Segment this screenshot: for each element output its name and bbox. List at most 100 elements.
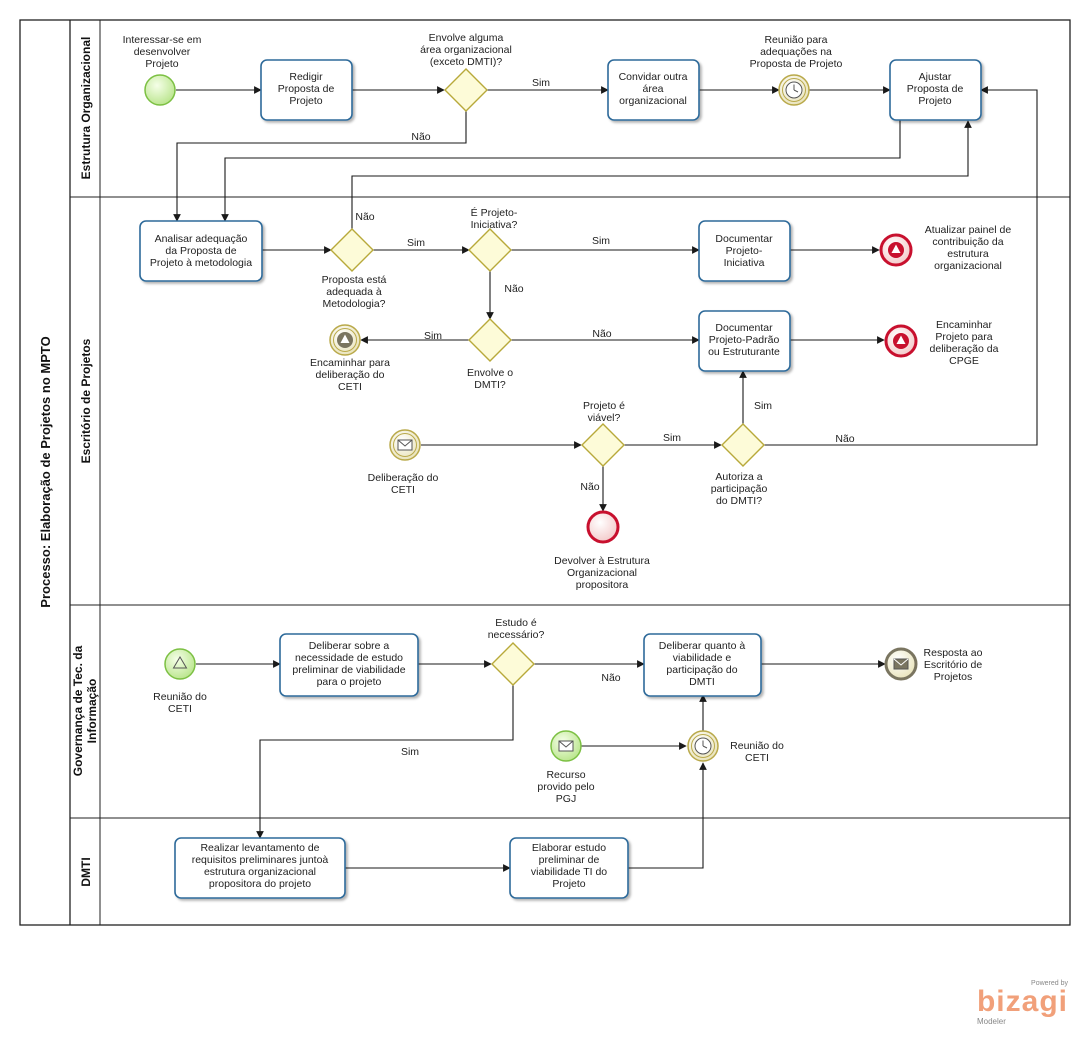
- task-line: ou Estruturante: [708, 346, 780, 358]
- label-nao: Não: [504, 283, 523, 295]
- label-sim: Sim: [424, 330, 442, 342]
- gateway-projeto-iniciativa[interactable]: É Projeto-Iniciativa?: [468, 206, 518, 272]
- task-line: preliminar de: [539, 854, 600, 866]
- task-line: Proposta de: [907, 83, 964, 95]
- gateway-line: DMTI?: [474, 379, 506, 391]
- task-line: Projeto à metodologia: [150, 257, 252, 269]
- gateway-line: necessário?: [488, 629, 545, 641]
- event-line: Devolver à Estrutura: [554, 555, 650, 567]
- event-line: Recurso: [546, 769, 585, 781]
- event-line: Encaminhar: [936, 319, 993, 331]
- flow-ajustar-to-analisar: [221, 120, 901, 222]
- label-sim: Sim: [663, 432, 681, 444]
- task-line: Documentar: [715, 233, 773, 245]
- gateway-line: Estudo é: [495, 617, 537, 629]
- label-nao: Não: [835, 433, 854, 445]
- gateway-line: participação: [711, 483, 768, 495]
- gateway-line: Autoriza a: [715, 471, 762, 483]
- flow-estudo-to-timer: [628, 762, 707, 869]
- event-line: Resposta ao: [924, 647, 983, 659]
- pool: Processo: Elaboração de Projetos no MPTO…: [19, 19, 1071, 926]
- task-line: estrutura organizacional: [204, 866, 316, 878]
- svg-text:É Projeto-Iniciativa?: É Projeto-Iniciativa?: [471, 206, 518, 231]
- clock-icon: [785, 81, 803, 99]
- label-nao: Não: [411, 131, 430, 143]
- task-line: Iniciativa: [724, 257, 765, 269]
- task-line: Proposta de: [278, 83, 335, 95]
- event-line: Proposta de Projeto: [750, 58, 843, 70]
- event-line: contribuição da: [932, 236, 1003, 248]
- event-line: provido pelo: [537, 781, 594, 793]
- label-sim: Sim: [754, 400, 772, 412]
- event-line: Atualizar painel de: [925, 224, 1012, 236]
- gateway-line: Envolve alguma: [429, 32, 504, 44]
- task-line: área: [642, 83, 663, 95]
- escalation-icon: [893, 333, 909, 349]
- escalation-icon: [888, 242, 904, 258]
- event-line: desenvolver: [134, 46, 191, 58]
- event-line: CETI: [338, 381, 362, 393]
- task-line: Deliberar quanto à: [659, 640, 746, 652]
- event-line: Deliberação do: [368, 472, 439, 484]
- label-sim: Sim: [401, 746, 419, 758]
- task-line: para o projeto: [317, 676, 382, 688]
- flow-gw-adequada-nao: [351, 120, 972, 229]
- task-line: viabilidade TI do: [531, 866, 607, 878]
- task-line: DMTI: [689, 676, 715, 688]
- flow-gw-autoriza-nao: [764, 86, 1038, 446]
- event-line: Projeto para: [935, 331, 992, 343]
- event-line: CETI: [168, 703, 192, 715]
- flow-gw-estudo-sim: [256, 685, 514, 839]
- gateway-line: viável?: [588, 412, 621, 424]
- envelope-icon: [558, 740, 574, 752]
- task-line: requisitos preliminares juntoà: [192, 854, 329, 866]
- event-line: deliberação do: [316, 369, 385, 381]
- bizagi-logo: Powered by bizagi Modeler: [977, 980, 1068, 1026]
- event-line: adequações na: [760, 46, 832, 58]
- label-nao: Não: [355, 211, 374, 223]
- event-line: estrutura: [947, 248, 989, 260]
- lane-dmti-label: DMTI: [79, 857, 93, 886]
